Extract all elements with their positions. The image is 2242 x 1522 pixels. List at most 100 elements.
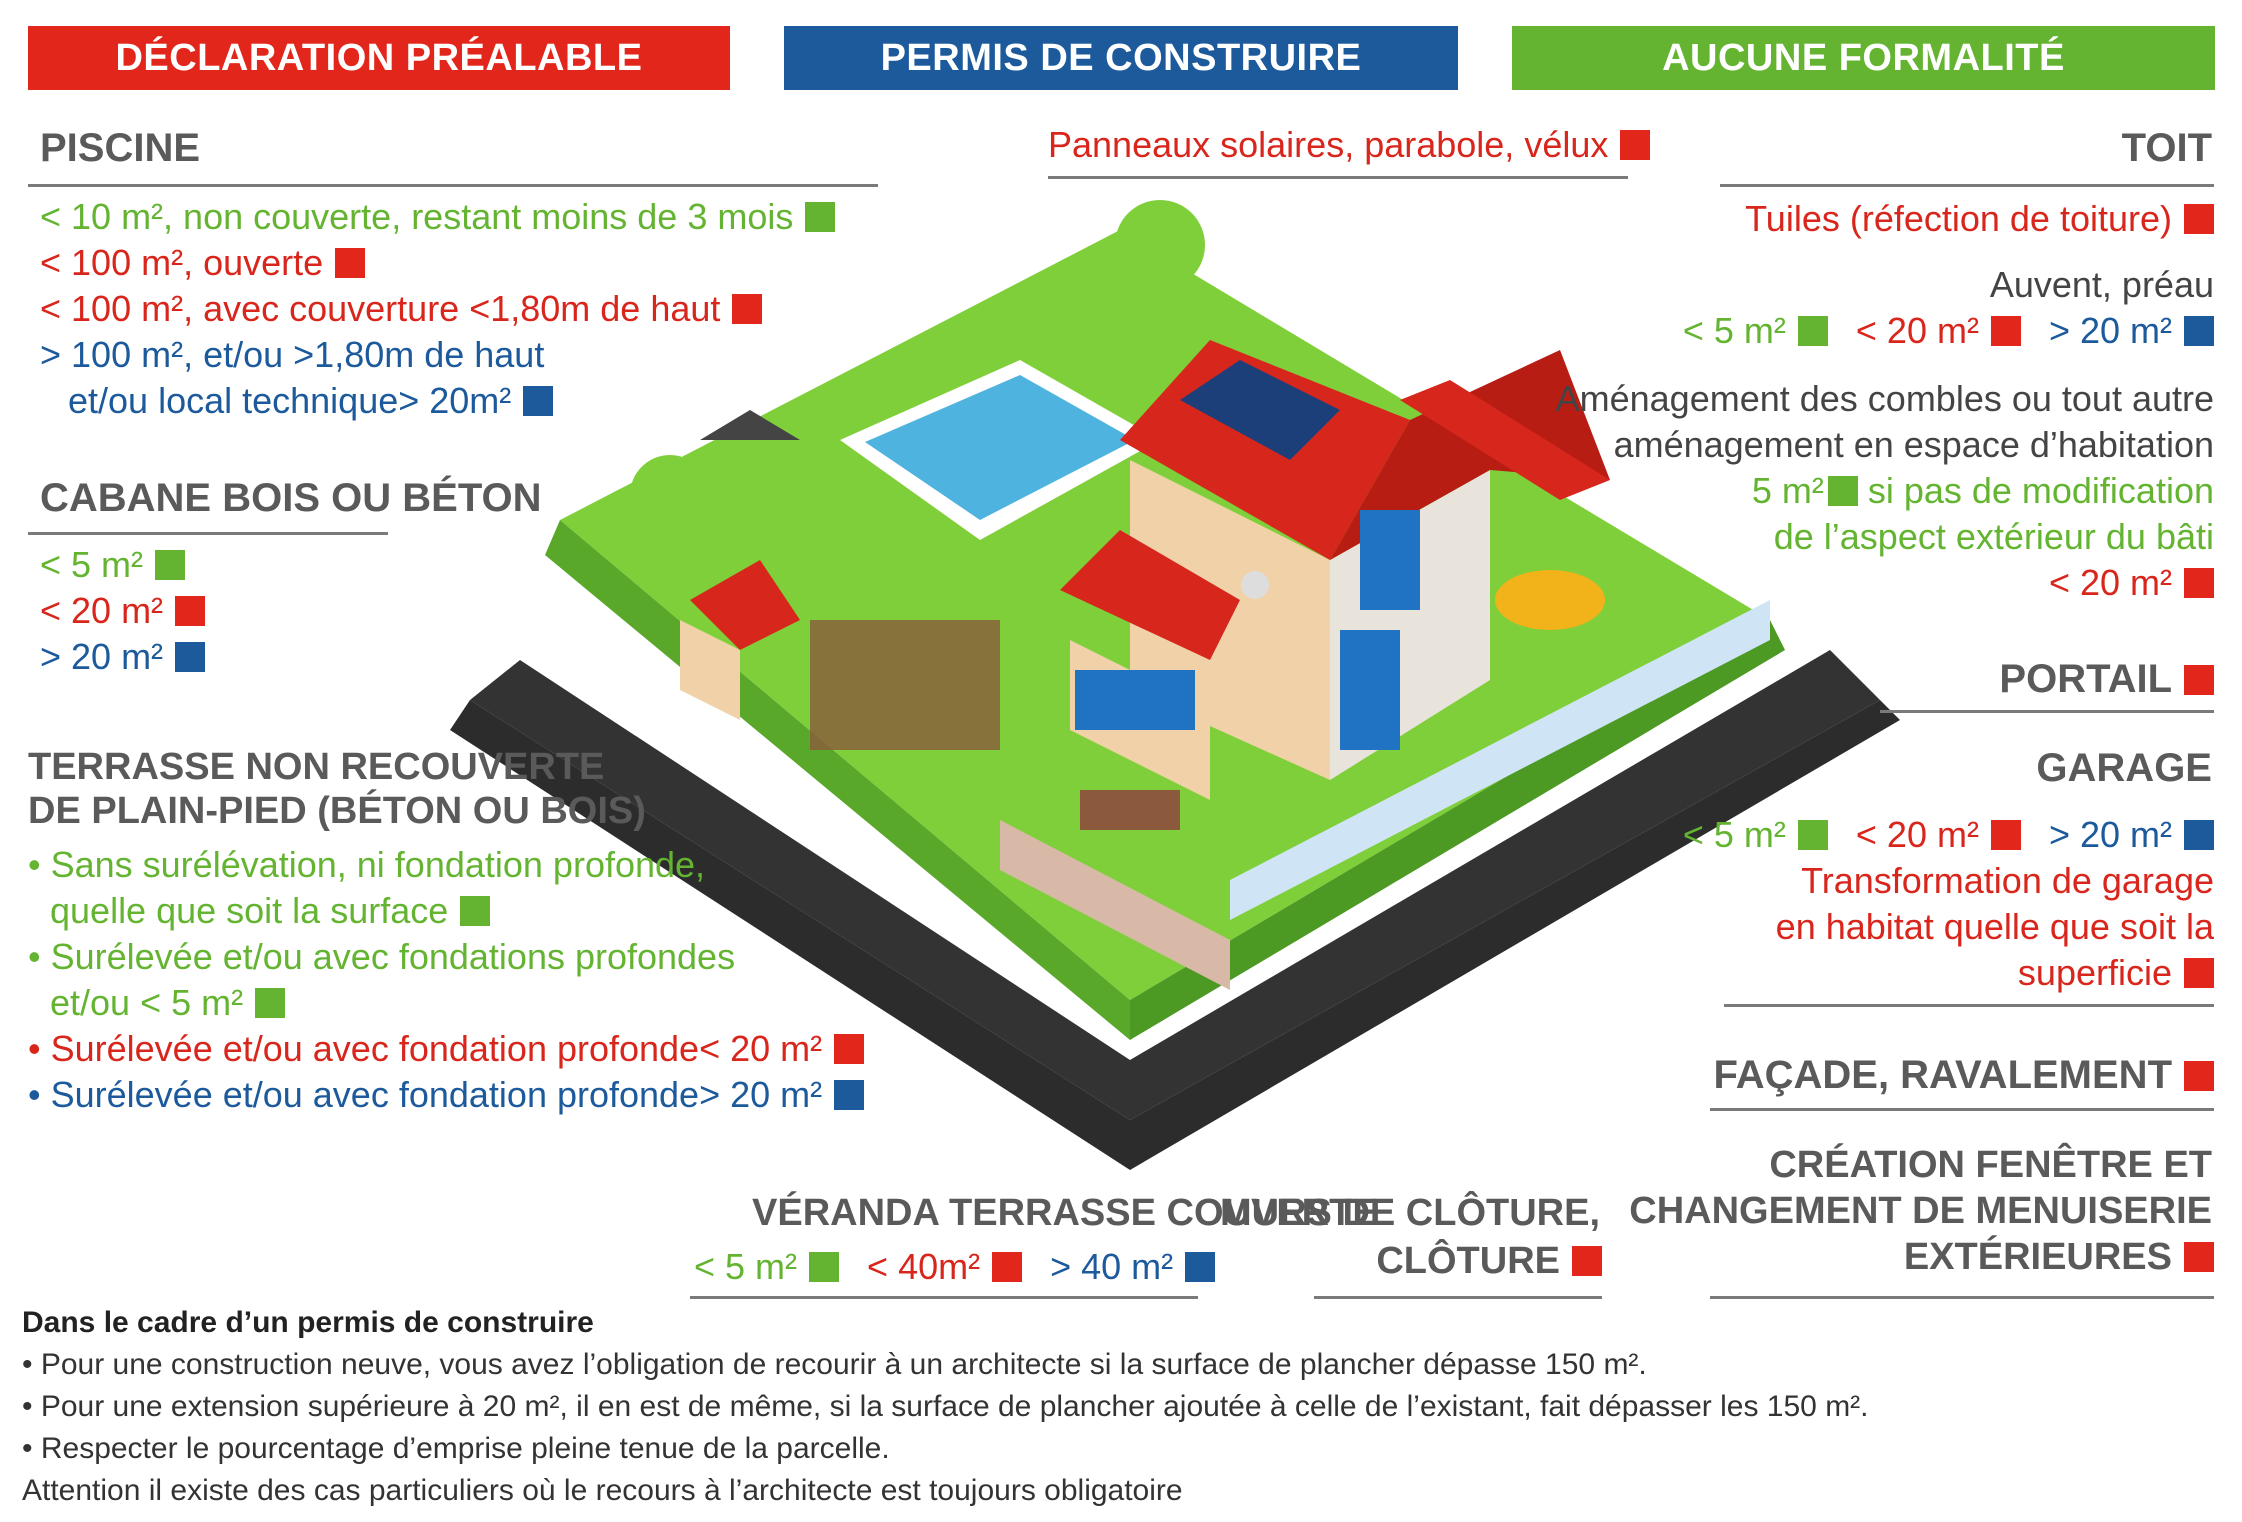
pergola [810,620,1000,750]
cabane-roof [690,560,800,650]
garage-transfo-1: Transformation de garage [1801,860,2214,901]
panneaux-line: Panneaux solaires, parabole, vélux [1048,122,1651,168]
red-square [1990,820,2021,850]
fenetre-line-3: EXTÉRIEURES [1904,1234,2214,1280]
fenetre-line-1: CRÉATION FENÊTRE ET [1769,1144,2212,1186]
piscine-line-3: < 100 m², avec couverture <1,80m de haut [40,286,763,332]
footer-title: Dans le cadre d’un permis de construire [22,1306,594,1339]
blue-square [2184,316,2214,346]
green-square [1827,476,1858,506]
blue-square [175,642,206,672]
terrasse-line-1: • Sans surélévation, ni fondation profon… [28,844,706,885]
garage-roof [1400,380,1610,500]
garage-transfo-3: superficie [2018,950,2214,996]
garage-rule [1724,1004,2214,1007]
satellite-dish [1241,571,1269,599]
toit-title: TOIT [2121,126,2212,170]
garage-title: GARAGE [2036,746,2212,790]
piscine-line-2: < 100 m², ouverte [40,240,366,286]
window [1340,630,1400,750]
garage-transfo-2: en habitat quelle que soit la [1775,906,2214,947]
terrasse-line-6: • Surélevée et/ou avec fondation profond… [28,1072,865,1118]
red-square [2184,665,2214,695]
footer-line-3: • Respecter le pourcentage d’emprise ple… [22,1432,890,1465]
fence [1230,600,1770,920]
red-square [1990,316,2021,346]
terrasse-title-2: DE PLAIN-PIED (BÉTON OU BOIS) [28,790,646,832]
red-square [992,1252,1023,1282]
combles-line-1: Aménagement des combles ou tout autre [1555,378,2214,419]
table [1080,790,1180,830]
footer-line-4: Attention il existe des cas particuliers… [22,1474,1183,1507]
piscine-title: PISCINE [40,126,201,170]
green-square [155,550,186,580]
green-square [809,1252,840,1282]
cabane-line-3: > 20 m² [40,634,206,680]
murs-line-1: MURS DE CLÔTURE, [1220,1192,1600,1234]
terrasse-line-5: • Surélevée et/ou avec fondation profond… [28,1026,865,1072]
annex-roof [1060,530,1240,660]
combles-line-2: aménagement en espace d’habitation [1613,424,2214,465]
red-square [2184,958,2214,988]
red-square [2184,204,2214,234]
pool-water [865,375,1135,520]
auvent-title: Auvent, préau [1989,264,2214,305]
green-square [255,988,286,1018]
cabane-title: CABANE BOIS OU BÉTON [40,476,542,520]
red-square [1620,130,1651,160]
window [1360,510,1420,610]
garage-line: < 5 m² < 20 m² > 20 m² [1683,812,2214,858]
green-square [1797,820,1828,850]
murs-rule [1314,1296,1602,1299]
veranda-line: < 5 m² < 40m² > 40 m² [694,1244,1216,1290]
auvent-line: < 5 m² < 20 m² > 20 m² [1683,308,2214,354]
red-square [834,1034,865,1064]
facade-rule [1710,1108,2214,1111]
footer-line-2: • Pour une extension supérieure à 20 m²,… [22,1390,1869,1423]
red-square [2184,1061,2214,1091]
combles-line-4: de l’aspect extérieur du bâti [1773,516,2214,557]
header-declaration-prealable: DÉCLARATION PRÉALABLE [28,26,730,90]
blue-square [834,1080,865,1110]
header-permis-de-construire: PERMIS DE CONSTRUIRE [784,26,1458,90]
murs-line-2: CLÔTURE [1376,1238,1602,1284]
fenetre-rule [1710,1296,2214,1299]
lawn-edge-right [1130,620,1785,1040]
terrasse-title-1: TERRASSE NON RECOUVERTE [28,746,605,788]
red-square [175,596,206,626]
footer-line-1: • Pour une construction neuve, vous avez… [22,1348,1647,1381]
car [1495,570,1605,630]
red-square [335,248,366,278]
toit-line: Tuiles (réfection de toiture) [1745,196,2214,242]
panneaux-rule [1048,176,1628,179]
cabane-line-2: < 20 m² [40,588,206,634]
portail-rule [1880,710,2214,713]
red-square [732,294,763,324]
portail-line: PORTAIL [1999,656,2214,703]
toit-rule [1720,184,2214,187]
fenetre-line-2: CHANGEMENT DE MENUISERIE [1629,1190,2212,1232]
solar-panels [1180,360,1340,460]
facade-title: FAÇADE, RAVALEMENT [1713,1053,2172,1097]
terrasse-line-3: • Surélevée et/ou avec fondations profon… [28,936,736,977]
veranda-rule [690,1296,1198,1299]
red-square [2184,568,2214,598]
blue-square [523,386,554,416]
veranda-title: VÉRANDA TERRASSE COUVERTE [752,1192,1378,1234]
house-roof-right [1330,350,1610,560]
wall [1000,820,1230,990]
red-square [2184,1242,2214,1272]
piscine-line-1: < 10 m², non couverte, restant moins de … [40,194,836,240]
blue-square [2184,820,2214,850]
cabane-line-1: < 5 m² [40,542,186,588]
terrasse-line-2: quelle que soit la surface [50,888,491,934]
piscine-line-5: et/ou local technique> 20m² [68,378,554,424]
tree [630,455,710,535]
piscine-rule [28,184,878,187]
blue-square [1185,1252,1216,1282]
facade-line: FAÇADE, RAVALEMENT [1713,1052,2214,1099]
green-square [460,896,491,926]
umbrella [700,410,800,440]
cabane-wall [680,620,740,720]
